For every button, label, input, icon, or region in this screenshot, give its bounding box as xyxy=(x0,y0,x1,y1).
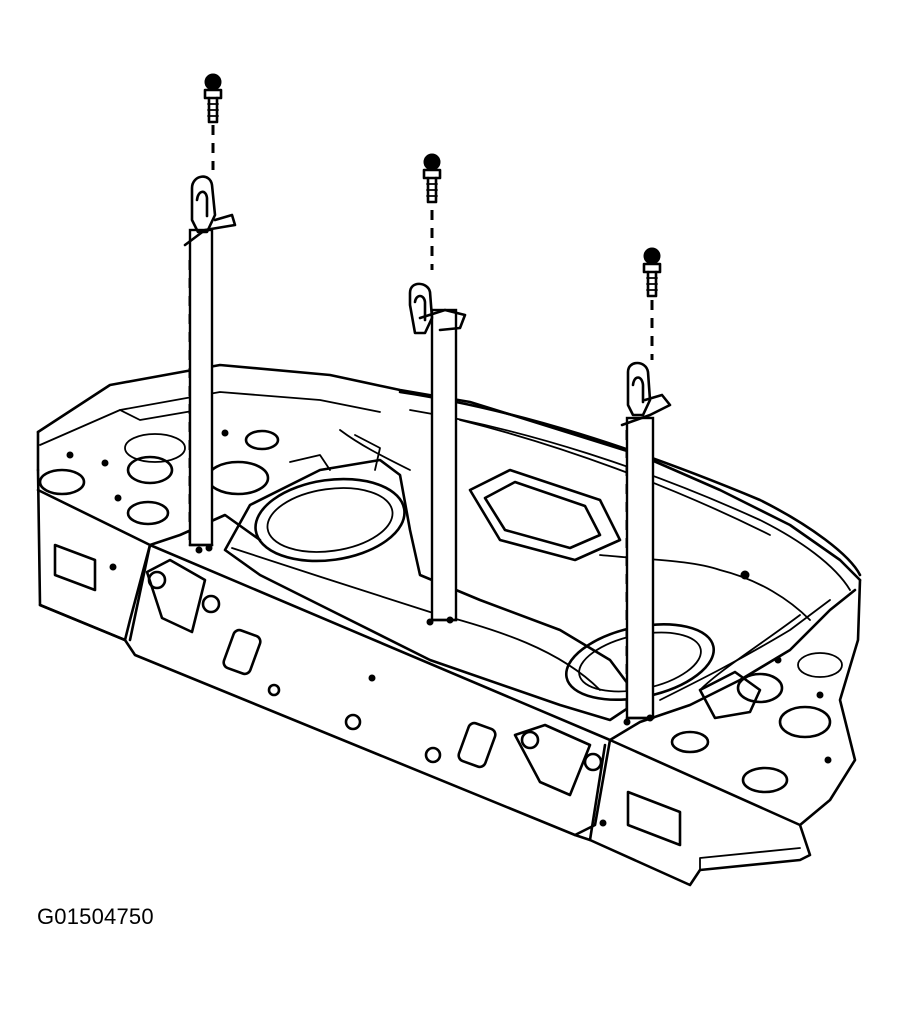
figure-id-label: G01504750 xyxy=(37,904,154,929)
bolt-center xyxy=(422,153,442,204)
rear-shelf-panel xyxy=(36,363,862,887)
tether-strap-right xyxy=(620,300,672,726)
tether-strap-left xyxy=(183,125,237,554)
bolt-left xyxy=(203,73,223,124)
bolt-right xyxy=(642,247,662,298)
tether-hook-center xyxy=(408,282,434,335)
tether-strap-center xyxy=(418,210,467,626)
tether-hook-left xyxy=(190,175,217,234)
tether-hook-right xyxy=(626,361,652,417)
